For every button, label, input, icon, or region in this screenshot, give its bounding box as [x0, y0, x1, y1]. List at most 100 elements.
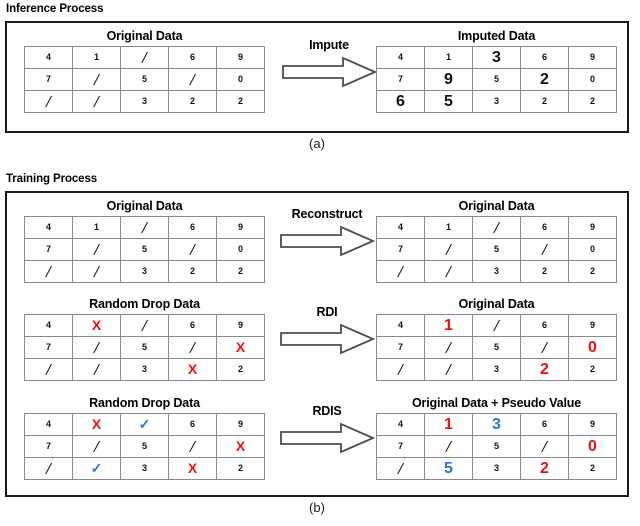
table-cell: 7	[24, 336, 73, 359]
table-cell: 0	[568, 238, 617, 261]
table-cell: 9	[216, 314, 265, 337]
group-title: Random Drop Data	[89, 297, 200, 311]
table-cell: 6	[520, 216, 569, 239]
table-cell: 5	[424, 90, 473, 113]
table-cell: 4	[24, 314, 73, 337]
table-cell: /	[424, 336, 473, 359]
table-cell: ✓	[72, 457, 121, 480]
table-cell: X	[216, 336, 265, 359]
table-cell: 2	[520, 457, 569, 480]
table-cell: 4	[376, 216, 425, 239]
table-cell: 2	[520, 260, 569, 283]
table-cell: /	[120, 216, 169, 239]
table-cell: /	[424, 260, 473, 283]
table-cell: /	[24, 358, 73, 381]
op-reconstruct: Reconstruct	[273, 207, 381, 258]
table-cell: 2	[520, 90, 569, 113]
group-title: Original Data	[458, 297, 535, 311]
table-cell: 9	[568, 314, 617, 337]
table-cell: X	[216, 435, 265, 458]
table-cell: X	[168, 358, 217, 381]
table-cell: 7	[376, 238, 425, 261]
table-cell: /	[72, 238, 121, 261]
table-cell: /	[24, 457, 73, 480]
right-block-arrow-icon	[280, 225, 375, 257]
group-title: Original Data	[106, 199, 183, 213]
training-process-title: Training Process	[6, 173, 98, 185]
table-cell: /	[376, 260, 425, 283]
table-cell: 7	[24, 238, 73, 261]
table-cell: /	[72, 336, 121, 359]
table-cell: 4	[24, 46, 73, 69]
table-cell: 3	[120, 260, 169, 283]
table-cell: 9	[216, 46, 265, 69]
table-cell: 9	[216, 216, 265, 239]
table-cell: 5	[120, 238, 169, 261]
table-cell: 4	[24, 216, 73, 239]
group-title: Original Data	[458, 199, 535, 213]
table-cell: /	[168, 238, 217, 261]
table-cell: 5	[424, 457, 473, 480]
table-cell: 1	[72, 46, 121, 69]
table-cell: 6	[520, 314, 569, 337]
table-cell: 0	[568, 435, 617, 458]
table-cell: 9	[568, 46, 617, 69]
table-cell: 3	[472, 46, 521, 69]
table-cell: 0	[216, 238, 265, 261]
table-cell: 7	[24, 435, 73, 458]
table-cell: 9	[568, 413, 617, 436]
table-cell: 2	[520, 358, 569, 381]
table-cell: 3	[120, 90, 169, 113]
table-row: 7/5/0	[376, 336, 617, 359]
table-cell: 9	[424, 68, 473, 91]
table-cell: 0	[568, 68, 617, 91]
table-cell: /	[424, 435, 473, 458]
table-cell: 2	[568, 260, 617, 283]
table-cell: 3	[472, 90, 521, 113]
table-cell: 0	[568, 336, 617, 359]
table-cell: 3	[120, 358, 169, 381]
table-cell: 2	[168, 260, 217, 283]
table-cell: /	[424, 238, 473, 261]
table-cell: 2	[568, 358, 617, 381]
table-cell: /	[520, 435, 569, 458]
table-cell: 4	[376, 314, 425, 337]
table-row: 7/5/0	[376, 435, 617, 458]
table-cell: 9	[568, 216, 617, 239]
table-cell: /	[520, 336, 569, 359]
table-cell: 2	[216, 457, 265, 480]
table-cell: 9	[216, 413, 265, 436]
table-cell: X	[72, 314, 121, 337]
table-cell: 6	[520, 413, 569, 436]
table-row: 7/5/0	[24, 68, 265, 91]
table-cell: 5	[472, 238, 521, 261]
table-cell: ✓	[120, 413, 169, 436]
table-cell: /	[376, 358, 425, 381]
table-cell: 2	[216, 260, 265, 283]
table-cell: /	[72, 90, 121, 113]
table-cell: 0	[216, 68, 265, 91]
table-cell: /	[472, 216, 521, 239]
panel-a-label: (a)	[309, 136, 325, 151]
